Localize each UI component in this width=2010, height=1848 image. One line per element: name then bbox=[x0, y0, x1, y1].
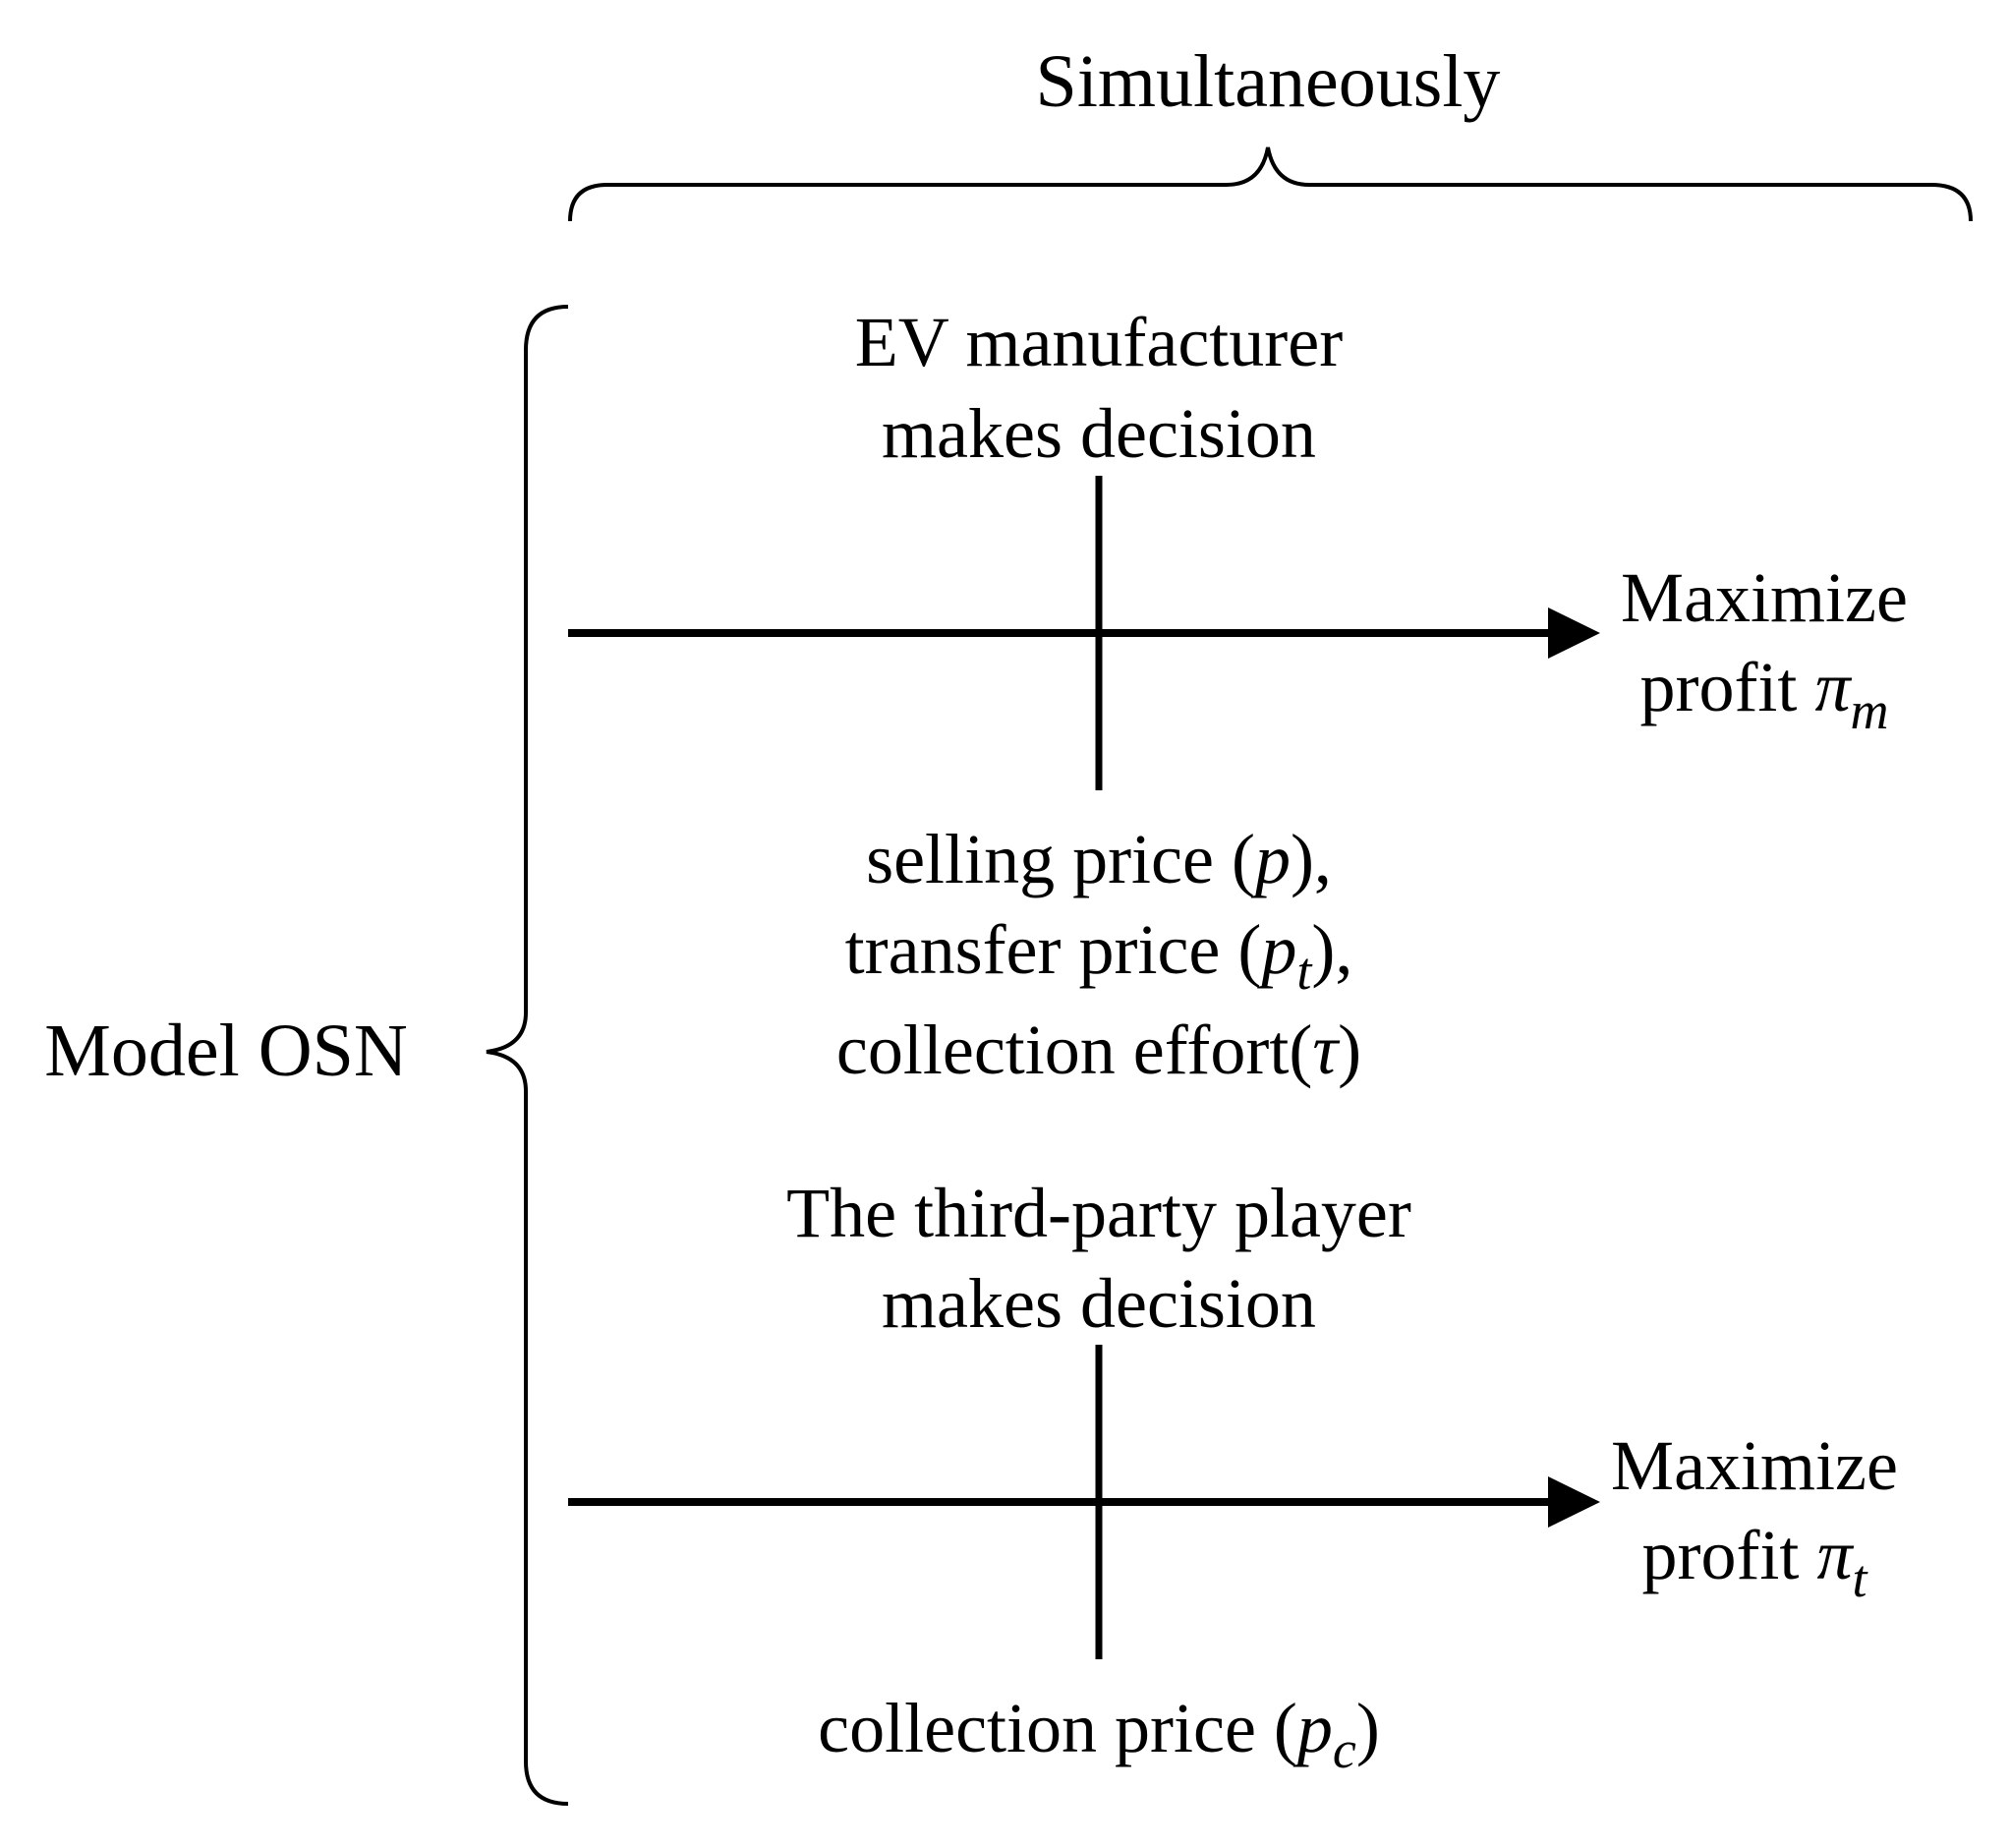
collection-price-suffix: ) bbox=[1356, 1689, 1380, 1767]
model-brace bbox=[486, 305, 569, 1806]
transfer-price-symbol: p bbox=[1256, 910, 1296, 989]
manufacturer-objective-prefix: profit bbox=[1639, 648, 1814, 726]
collection-price-prefix: collection price ( bbox=[818, 1689, 1297, 1767]
third-party-title-line1: The third-party player bbox=[786, 1174, 1411, 1252]
manufacturer-objective-subscript: m bbox=[1851, 681, 1889, 740]
third-party-objective-prefix: profit bbox=[1641, 1516, 1816, 1594]
third-party-objective-line1: Maximize bbox=[1611, 1426, 1898, 1505]
manufacturer-objective-symbol: π bbox=[1814, 648, 1852, 726]
model-label: Model OSN bbox=[44, 1010, 407, 1092]
transfer-price-decision: transfer price (pt), bbox=[845, 910, 1353, 1001]
simultaneously-label: Simultaneously bbox=[1036, 40, 1501, 123]
selling-price-decision: selling price (p), bbox=[866, 820, 1332, 898]
simultaneous-brace bbox=[568, 146, 1973, 222]
manufacturer-title-line1: EV manufacturer bbox=[855, 303, 1343, 381]
collection-effort-prefix: collection effort( bbox=[836, 1011, 1312, 1089]
transfer-price-subscript: t bbox=[1296, 942, 1313, 1001]
third-party-objective-symbol: π bbox=[1816, 1516, 1854, 1594]
collection-effort-decision: collection effort(τ) bbox=[836, 1011, 1361, 1089]
third-party-title-line2: makes decision bbox=[882, 1264, 1316, 1343]
collection-price-decision: collection price (pc) bbox=[818, 1689, 1380, 1779]
collection-price-symbol: p bbox=[1292, 1689, 1333, 1767]
third-party-objective-subscript: t bbox=[1853, 1549, 1869, 1608]
collection-price-subscript: c bbox=[1333, 1720, 1356, 1779]
manufacturer-arrowhead bbox=[1548, 607, 1600, 659]
selling-price-prefix: selling price ( bbox=[866, 820, 1255, 898]
manufacturer-title-line2: makes decision bbox=[882, 394, 1316, 473]
manufacturer-objective-line2: profit πm bbox=[1639, 648, 1888, 740]
manufacturer-objective-line1: Maximize bbox=[1621, 558, 1908, 637]
third-party-arrowhead bbox=[1548, 1476, 1600, 1528]
collection-effort-symbol: τ bbox=[1312, 1011, 1340, 1089]
collection-effort-suffix: ) bbox=[1338, 1011, 1361, 1089]
selling-price-suffix: ), bbox=[1291, 820, 1332, 898]
third-party-objective-line2: profit πt bbox=[1641, 1516, 1868, 1608]
selling-price-symbol: p bbox=[1250, 820, 1291, 898]
transfer-price-prefix: transfer price ( bbox=[845, 910, 1262, 989]
transfer-price-suffix: ), bbox=[1311, 910, 1352, 989]
